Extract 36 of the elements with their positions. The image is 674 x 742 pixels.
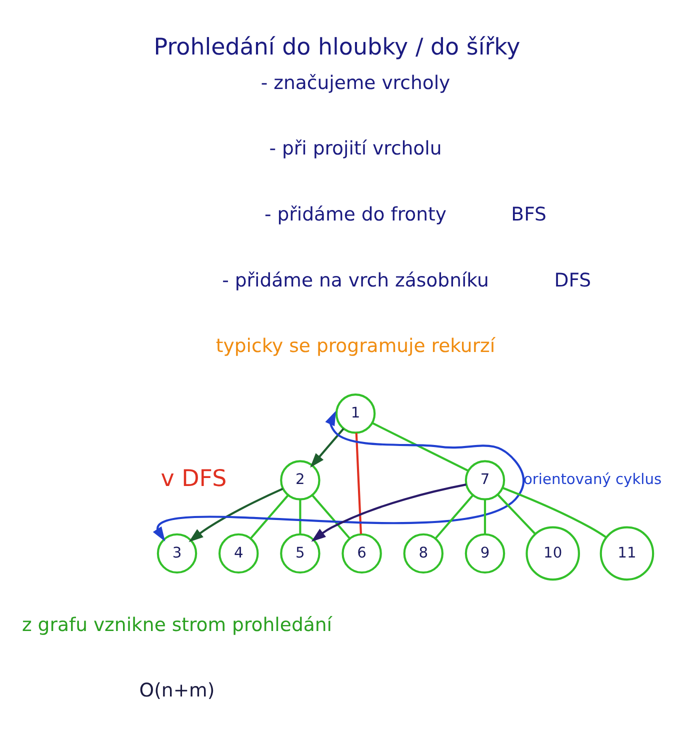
node-circle: 1 <box>335 393 376 434</box>
node-circle: 2 <box>280 460 320 500</box>
arrow <box>310 428 344 468</box>
label: DFS <box>554 270 592 291</box>
connector <box>434 494 474 539</box>
connector <box>484 499 486 534</box>
node-circle: 3 <box>156 532 198 574</box>
label: - přidáme na vrch zásobníku <box>222 270 489 291</box>
node-circle: 5 <box>280 532 320 574</box>
label: z grafu vznikne strom prohledání <box>22 614 332 636</box>
arrow <box>188 487 284 542</box>
node-circle: 11 <box>600 526 654 580</box>
label: - při projití vrcholu <box>269 138 442 160</box>
label: - značujeme vrcholy <box>260 72 450 94</box>
node-circle: 7 <box>464 460 506 500</box>
label: typicky se programuje rekurzí <box>216 336 496 357</box>
node-circle: 9 <box>464 532 506 574</box>
connector <box>497 493 536 534</box>
edge-label: orientovaný cyklus <box>523 470 662 488</box>
connector <box>372 422 469 472</box>
label: v DFS <box>160 466 227 492</box>
arrow <box>311 483 466 542</box>
connector <box>502 486 608 538</box>
label: O(n+m) <box>139 680 215 702</box>
connector <box>312 494 350 539</box>
label: BFS <box>511 204 546 226</box>
node-circle: 10 <box>526 526 580 580</box>
node-circle: 4 <box>218 532 259 574</box>
node-circle: 8 <box>403 532 444 574</box>
diagram-title: Prohledání do hloubky / do šířky <box>154 34 520 60</box>
connector <box>355 432 362 534</box>
label: - přidáme do fronty <box>264 204 447 226</box>
connector <box>250 494 289 539</box>
connector <box>299 499 302 534</box>
node-circle: 6 <box>342 532 382 574</box>
arrow <box>152 410 525 541</box>
